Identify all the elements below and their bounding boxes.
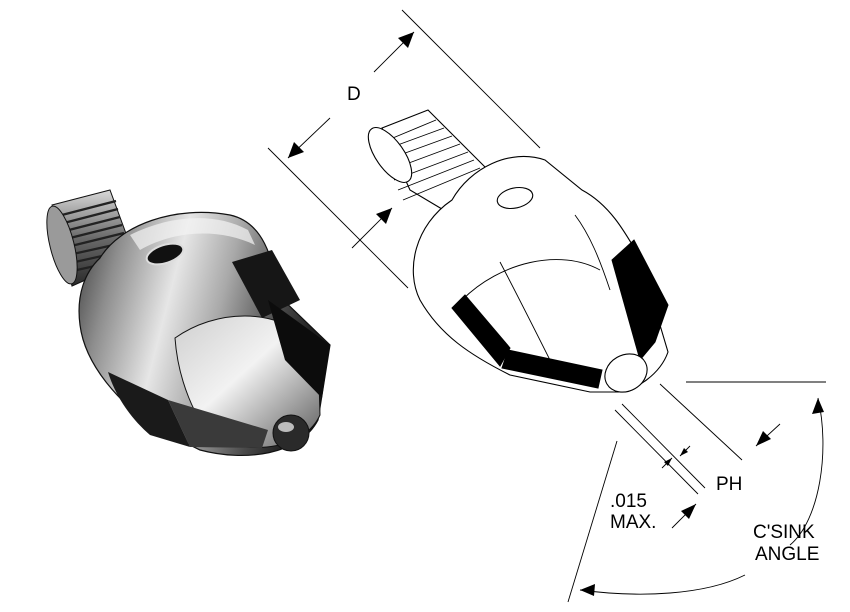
dimension-d: D (267, 9, 541, 289)
drawing-oil-hole (496, 186, 534, 210)
flute-recess (232, 250, 300, 318)
cutter-line-drawing (367, 109, 669, 393)
drawing-flute (501, 349, 603, 389)
drawing-flute (451, 294, 511, 367)
dimension-csink-angle: C'SINK ANGLE (567, 381, 826, 603)
dimension-ph-label: PH (716, 474, 742, 495)
csink-angle-line2: ANGLE (755, 544, 819, 565)
drawing-pilot-tip (604, 353, 648, 393)
dimension-ph: PH (659, 383, 781, 495)
drawing-flute (611, 239, 669, 362)
max-value-label: .015 (610, 491, 647, 512)
cutter-photo (46, 189, 331, 456)
flute-recess (268, 300, 330, 398)
oil-hole (145, 242, 185, 266)
dimension-d-label: D (347, 84, 361, 105)
max-unit-label: MAX. (610, 512, 656, 533)
flute-recess (108, 372, 190, 447)
dimension-max: .015 MAX. (610, 403, 706, 533)
csink-angle-line1: C'SINK (753, 522, 815, 543)
pilot-tip (272, 414, 310, 452)
